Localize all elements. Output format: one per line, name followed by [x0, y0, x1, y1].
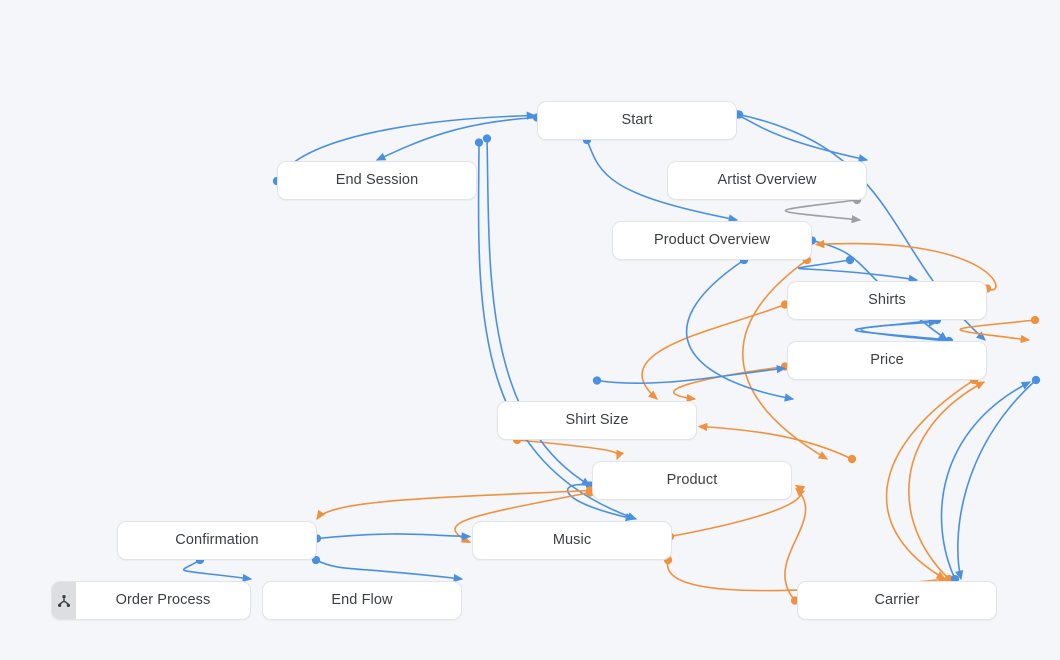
node-price[interactable]: Price: [787, 341, 987, 380]
node-label: Shirts: [868, 292, 906, 309]
node-label: Product Overview: [653, 232, 771, 249]
edge-price-to-carrier[interactable]: [955, 375, 1041, 581]
edge-start-to-product[interactable]: [482, 134, 592, 487]
node-label: Price: [870, 352, 904, 369]
edge-carrier-to-price[interactable]: [940, 381, 1032, 584]
edge-product-to-shirt-size[interactable]: [697, 422, 857, 464]
node-start[interactable]: Start: [537, 101, 737, 140]
edge-start-to-artist-overview[interactable]: [732, 110, 869, 163]
edge-carrier-to-product[interactable]: [784, 487, 807, 605]
node-label: Order Process: [115, 592, 211, 609]
edge-shirts-to-price[interactable]: [959, 315, 1040, 344]
edge-artist-overview-to-product-overview[interactable]: [784, 195, 862, 224]
node-label: Artist Overview: [717, 172, 817, 189]
node-shirt-size[interactable]: Shirt Size: [497, 401, 697, 440]
node-label: End Flow: [331, 592, 393, 609]
edge-price-to-product-overview[interactable]: [814, 239, 997, 293]
node-music[interactable]: Music: [472, 521, 672, 560]
node-label: Shirt Size: [565, 412, 629, 429]
node-carrier[interactable]: Carrier: [797, 581, 997, 620]
node-label: Start: [621, 112, 653, 129]
edge-product-overview-to-shirt-size[interactable]: [685, 255, 795, 402]
edge-confirmation-to-end-flow[interactable]: [311, 555, 464, 583]
node-confirmation[interactable]: Confirmation: [117, 521, 317, 560]
node-label: Product: [666, 472, 718, 489]
edge-price-to-shirts[interactable]: [860, 318, 954, 346]
edge-shirt-size-to-product[interactable]: [512, 435, 625, 461]
edge-confirmation-to-order-process[interactable]: [182, 555, 253, 583]
node-label: Carrier: [874, 592, 920, 609]
node-order-process[interactable]: Order Process: [51, 581, 251, 620]
node-label: End Session: [335, 172, 419, 189]
node-end-flow[interactable]: End Flow: [262, 581, 462, 620]
edge-product-to-confirmation[interactable]: [316, 486, 595, 521]
node-label: Confirmation: [175, 532, 259, 549]
node-label: Music: [552, 532, 592, 549]
node-product[interactable]: Product: [592, 461, 792, 500]
edge-price-to-carrier[interactable]: [885, 375, 979, 580]
edge-start-to-end-session[interactable]: [375, 113, 542, 161]
node-product-overview[interactable]: Product Overview: [612, 221, 812, 260]
node-shirts[interactable]: Shirts: [787, 281, 987, 320]
edge-shirts-to-shirt-size[interactable]: [641, 300, 790, 400]
node-end-session[interactable]: End Session: [277, 161, 477, 200]
hierarchy-icon: [52, 582, 76, 619]
node-artist-overview[interactable]: Artist Overview: [667, 161, 867, 200]
edge-confirmation-to-music[interactable]: [312, 532, 472, 543]
